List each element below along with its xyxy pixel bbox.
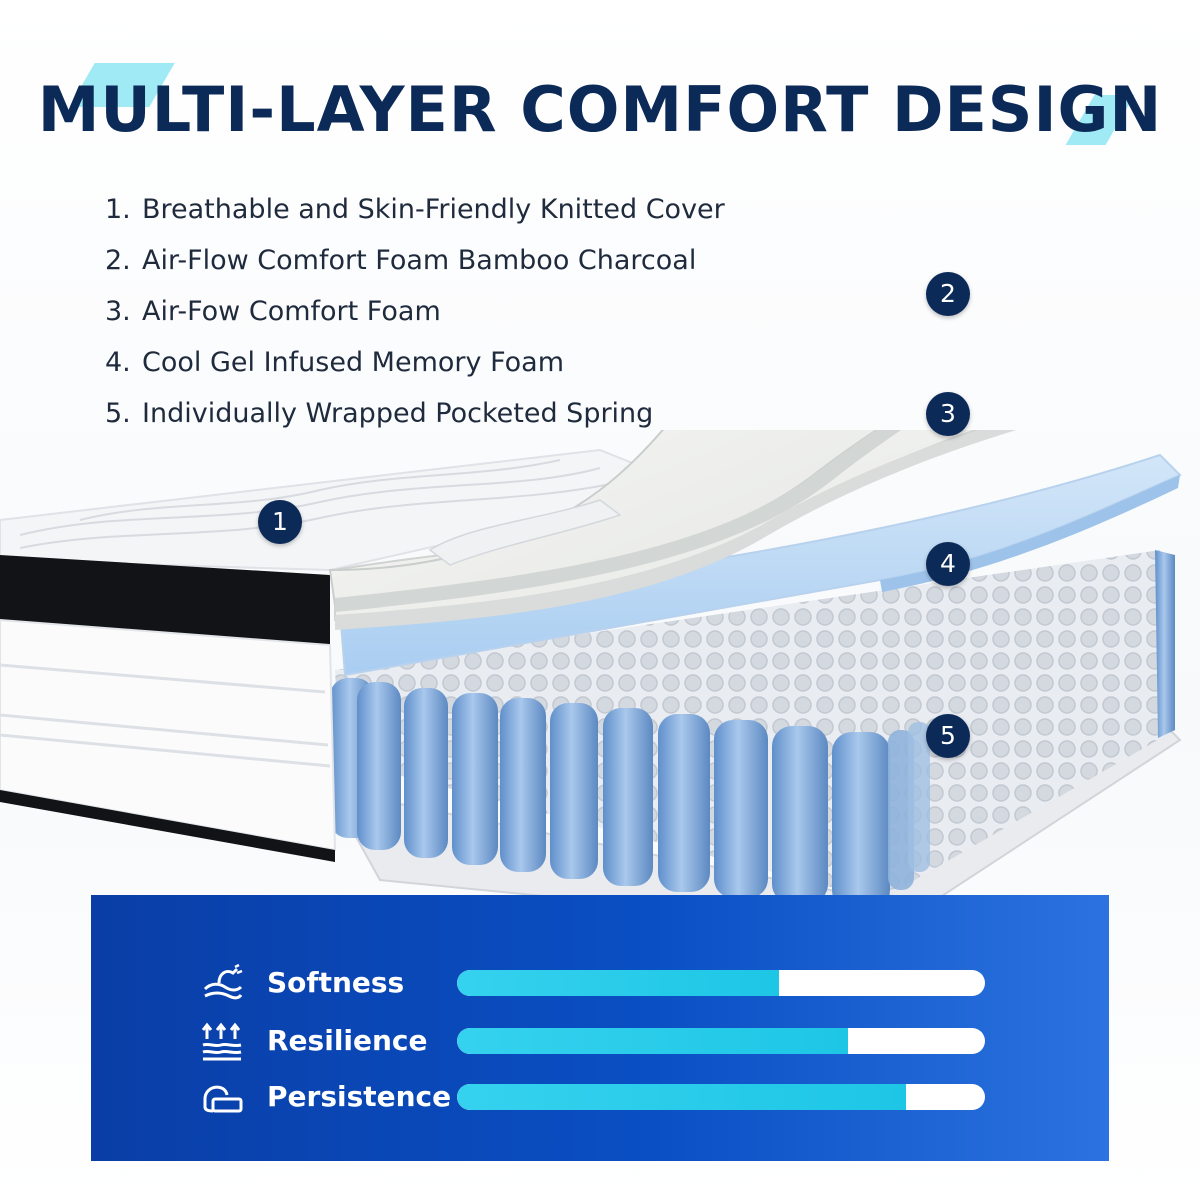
metric-persistence: Persistence xyxy=(91,1073,1109,1123)
mattress-black-band xyxy=(0,555,330,645)
cover-quilting xyxy=(19,459,621,549)
layer-number: 1. xyxy=(105,194,131,225)
callout-badge-3: 3 xyxy=(926,392,970,436)
mattress-illustration xyxy=(0,430,1182,932)
cover-tuck xyxy=(428,499,622,566)
mattress-side-panel xyxy=(0,618,337,852)
layer-label: Cool Gel Infused Memory Foam xyxy=(142,347,565,378)
page-title: MULTI-LAYER COMFORT DESIGN xyxy=(37,73,1163,146)
waves-hand-icon xyxy=(203,963,243,1000)
mattress-bottom-band xyxy=(0,790,335,862)
metric-bar-track xyxy=(457,1084,985,1110)
callout-badge-5: 5 xyxy=(926,714,970,758)
metric-bar-track xyxy=(457,970,985,996)
pillow-icon xyxy=(203,1085,243,1113)
layer-label: Breathable and Skin-Friendly Knitted Cov… xyxy=(142,194,725,225)
arrows-up-icon xyxy=(201,1022,242,1061)
layer-item: 2. Air-Flow Comfort Foam Bamboo Charcoal xyxy=(105,241,725,292)
layer-item: 3. Air-Fow Comfort Foam xyxy=(105,292,725,343)
metric-label: Persistence xyxy=(267,1080,452,1113)
callout-badge-2: 2 xyxy=(926,272,970,316)
layer-label: Air-Flow Comfort Foam Bamboo Charcoal xyxy=(142,245,697,276)
spring-row-front xyxy=(330,678,930,910)
title-area: MULTI-LAYER COMFORT DESIGN xyxy=(0,55,1200,165)
callout-badge-4: 4 xyxy=(926,542,970,586)
metric-label: Softness xyxy=(267,966,405,999)
metric-softness: Softness xyxy=(91,959,1109,1009)
layer-item: 5. Individually Wrapped Pocketed Spring xyxy=(105,394,725,445)
layer-list: 1. Breathable and Skin-Friendly Knitted C… xyxy=(105,190,725,445)
layer-item: 1. Breathable and Skin-Friendly Knitted C… xyxy=(105,190,725,241)
layer-label: Individually Wrapped Pocketed Spring xyxy=(142,398,654,429)
metric-bar-fill xyxy=(457,970,780,996)
layer-number: 3. xyxy=(105,296,131,327)
metric-bar-fill xyxy=(457,1028,848,1054)
layer-label: Air-Fow Comfort Foam xyxy=(142,296,441,327)
side-panel-lines xyxy=(0,663,331,768)
metric-bar-track xyxy=(457,1028,985,1054)
performance-panel: Softness Resilience xyxy=(91,895,1109,1161)
layer-number: 4. xyxy=(105,347,131,378)
spring-side-right xyxy=(1155,550,1175,738)
metric-label: Resilience xyxy=(267,1024,428,1057)
layer-item: 4. Cool Gel Infused Memory Foam xyxy=(105,343,725,394)
metric-resilience: Resilience xyxy=(91,1017,1109,1067)
layer-number: 2. xyxy=(105,245,131,276)
layer-number: 5. xyxy=(105,398,131,429)
callout-badge-1: 1 xyxy=(258,500,302,544)
metric-bar-fill xyxy=(457,1084,906,1110)
